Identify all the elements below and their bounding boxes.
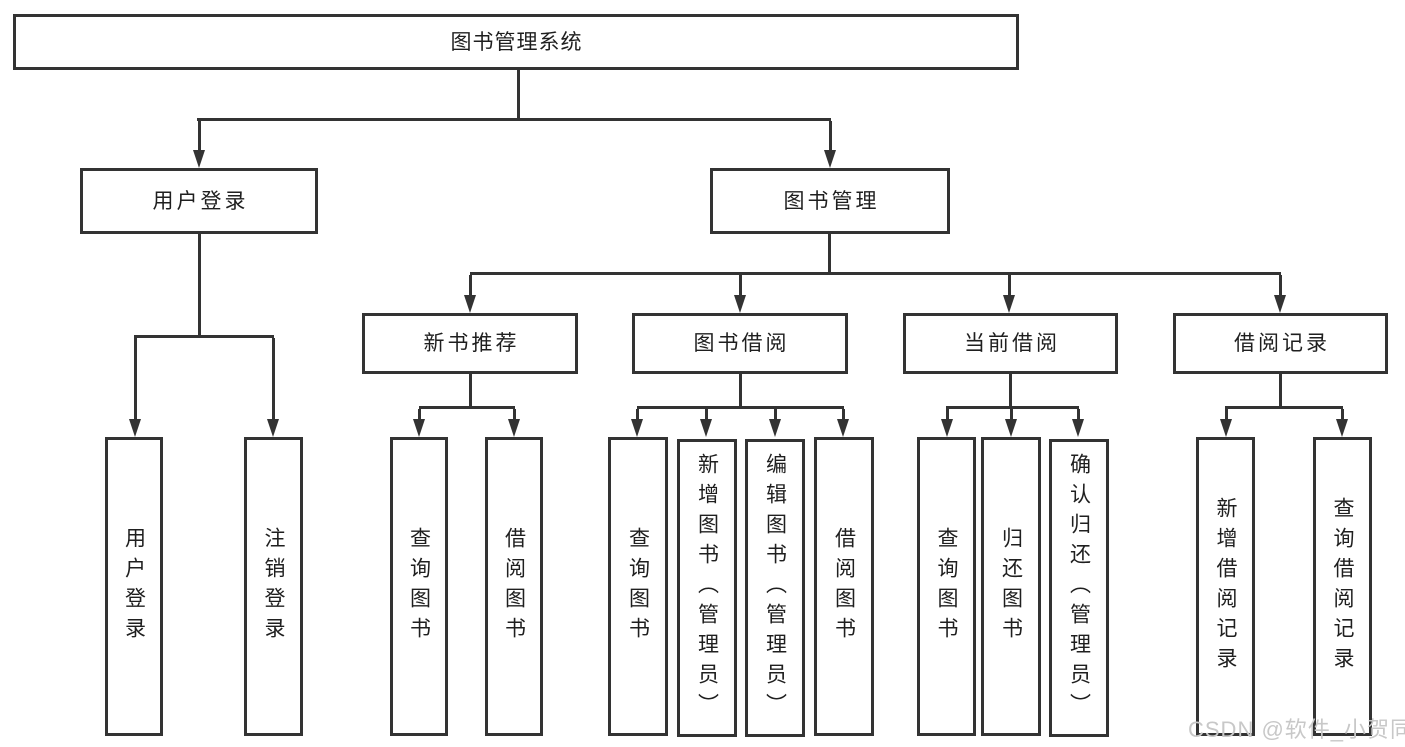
arrow-down-icon [1273, 295, 1286, 313]
node-label: 新书推荐 [423, 332, 520, 355]
leaf-borrow-book-1: 借阅图书 [485, 437, 543, 736]
arrow-down-icon [192, 150, 205, 168]
connector-line [945, 409, 949, 421]
leaf-add-book-admin: 新增图书（管理员） [677, 439, 737, 737]
arrow-down-icon [266, 419, 279, 437]
connector-line [1224, 409, 1228, 421]
node-label: 用户登录 [152, 189, 249, 213]
connector-line [1007, 275, 1011, 297]
node-label: 归还图书 [999, 526, 1023, 647]
connector-line [271, 338, 275, 421]
arrow-down-icon [1004, 419, 1017, 437]
connector-line [828, 121, 832, 152]
connector-line [704, 409, 708, 421]
node-label: 查询图书 [935, 526, 958, 647]
arrow-down-icon [940, 419, 953, 437]
arrow-down-icon [699, 419, 712, 437]
leaf-query-borrow-record: 查询借阅记录 [1313, 437, 1372, 736]
connector-line [133, 338, 137, 421]
leaf-logout: 注销登录 [244, 437, 303, 736]
node-label: 借阅记录 [1234, 332, 1330, 355]
node-book-borrow: 图书借阅 [632, 313, 848, 374]
node-label: 当前借阅 [964, 332, 1060, 355]
connector-line [419, 406, 515, 409]
connector-line [946, 406, 1079, 409]
leaf-edit-book-admin: 编辑图书（管理员） [745, 439, 805, 737]
connector-line [517, 70, 520, 120]
arrow-down-icon [463, 295, 476, 313]
node-borrow-record: 借阅记录 [1173, 313, 1388, 374]
leaf-query-book-1: 查询图书 [390, 437, 448, 736]
arrow-down-icon [1071, 419, 1084, 437]
node-label: 图书借阅 [693, 332, 790, 355]
connector-line [637, 406, 844, 409]
connector-line [468, 275, 472, 297]
arrow-down-icon [836, 419, 849, 437]
leaf-query-book-3: 查询图书 [917, 437, 976, 736]
node-label: 确认归还（管理员） [1067, 453, 1091, 723]
connector-line [470, 272, 1281, 275]
connector-line [1076, 409, 1080, 421]
node-label: 图书管理系统 [450, 30, 583, 54]
connector-line [828, 234, 831, 274]
node-label: 编辑图书（管理员） [763, 453, 787, 723]
connector-line [512, 409, 516, 421]
csdn-watermark: CSDN @软件_小贺同学 [1188, 717, 1405, 742]
connector-line [1009, 409, 1013, 421]
connector-line [738, 275, 742, 297]
leaf-user-login: 用户登录 [105, 437, 163, 736]
node-root-library-system: 图书管理系统 [13, 14, 1019, 70]
node-label: 借阅图书 [502, 526, 526, 647]
node-book-management: 图书管理 [710, 168, 950, 234]
connector-line [635, 409, 639, 421]
arrow-down-icon [1002, 295, 1015, 313]
connector-line [1009, 374, 1012, 408]
arrow-down-icon [128, 419, 141, 437]
connector-line [469, 374, 472, 408]
leaf-confirm-return-admin: 确认归还（管理员） [1049, 439, 1109, 737]
leaf-return-book: 归还图书 [981, 437, 1041, 736]
node-label: 新增图书（管理员） [695, 453, 719, 723]
arrow-down-icon [823, 150, 836, 168]
connector-line [198, 234, 201, 337]
connector-line [134, 335, 274, 338]
connector-line [197, 118, 831, 121]
leaf-add-borrow-record: 新增借阅记录 [1196, 437, 1255, 736]
arrow-down-icon [1219, 419, 1232, 437]
node-user-login: 用户登录 [80, 168, 318, 234]
connector-line [197, 121, 201, 152]
node-current-borrow: 当前借阅 [903, 313, 1118, 374]
connector-line [1340, 409, 1344, 421]
node-label: 新增借阅记录 [1214, 496, 1237, 677]
connector-line [1279, 374, 1282, 408]
node-new-book-recommend: 新书推荐 [362, 313, 578, 374]
node-label: 注销登录 [262, 526, 285, 647]
node-label: 查询图书 [626, 526, 650, 647]
node-label: 查询借阅记录 [1331, 496, 1354, 677]
connector-line [1278, 275, 1282, 297]
node-label: 用户登录 [122, 526, 146, 647]
connector-line [773, 409, 777, 421]
arrow-down-icon [733, 295, 746, 313]
node-label: 借阅图书 [832, 526, 856, 647]
connector-line [841, 409, 845, 421]
connector-line [417, 409, 421, 421]
node-label: 查询图书 [407, 526, 431, 647]
arrow-down-icon [412, 419, 425, 437]
connector-line [739, 374, 742, 408]
node-label: 图书管理 [783, 189, 880, 213]
leaf-query-book-2: 查询图书 [608, 437, 668, 736]
arrow-down-icon [630, 419, 643, 437]
arrow-down-icon [768, 419, 781, 437]
arrow-down-icon [1335, 419, 1348, 437]
arrow-down-icon [507, 419, 520, 437]
leaf-borrow-book-2: 借阅图书 [814, 437, 874, 736]
connector-line [1225, 406, 1343, 409]
